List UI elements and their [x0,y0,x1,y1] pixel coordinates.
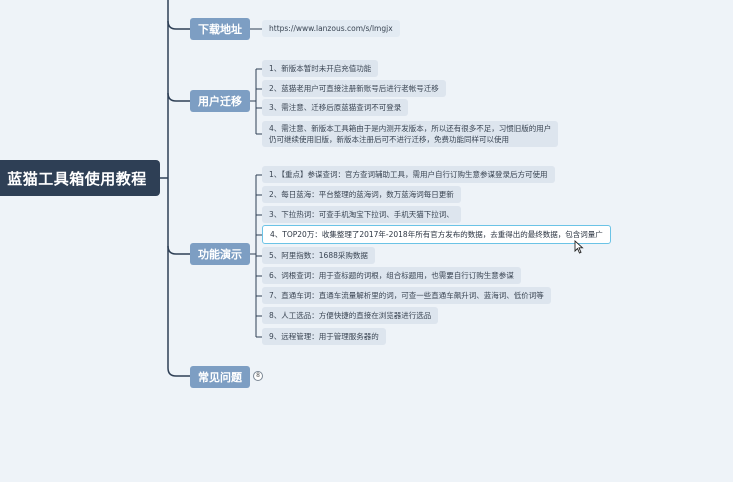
mouse-cursor-icon [574,240,584,254]
feature-item-9[interactable]: 9、远程管理：用于管理服务器的 [262,328,386,345]
migrate-item-3[interactable]: 3、需注意、迁移后原蓝猫查词不可登录 [262,99,409,116]
feature-item-6[interactable]: 6、词根查词：用于查标题的词根，组合标题用，也需要自行订购生意参谋 [262,267,521,284]
feature-item-7[interactable]: 7、直通车词：直通车流量解析里的词，可查一些直通车飙升词、蓝海词、低价词等 [262,287,551,304]
feature-item-2[interactable]: 2、每日蓝海：平台整理的蓝海词，数万蓝海词每日更新 [262,186,461,203]
migrate-item-4-line2: 仍可继续使用旧版，新版本注册后可不进行迁移，免费功能同样可以使用 [269,135,509,144]
branch-features[interactable]: 功能演示 [190,243,250,265]
branch-faq[interactable]: 常见问题 [190,366,250,388]
root-topic[interactable]: 蓝猫工具箱使用教程 [0,160,160,196]
feature-item-4[interactable]: 4、TOP20万：收集整理了2017年-2018年所有官方发布的数据，去重得出的… [262,225,611,244]
collapsed-count-badge[interactable]: 8 [253,371,263,381]
download-url[interactable]: https://www.lanzous.com/s/lmgjx [262,20,400,37]
feature-item-3[interactable]: 3、下拉热词：可查手机淘宝下拉词、手机天猫下拉词、 [262,206,461,223]
feature-item-8[interactable]: 8、人工选品：方便快捷的直接在浏览器进行选品 [262,307,439,324]
migrate-item-4[interactable]: 4、需注意、新版本工具箱由于是内测开发版本，所以还有很多不足，习惯旧版的用户 仍… [262,121,559,147]
branch-migrate[interactable]: 用户迁移 [190,90,250,112]
migrate-item-4-line1: 4、需注意、新版本工具箱由于是内测开发版本，所以还有很多不足，习惯旧版的用户 [269,124,552,133]
migrate-item-1[interactable]: 1、新版本暂时未开启充值功能 [262,60,379,77]
branch-download[interactable]: 下载地址 [190,18,250,40]
feature-item-5[interactable]: 5、阿里指数：1688采购数据 [262,247,375,264]
feature-item-1[interactable]: 1、【重点】参谋查词：官方查词辅助工具，需用户自行订购生意参谋登录后方可使用 [262,166,555,183]
migrate-item-2[interactable]: 2、蓝猫老用户可直接注册新账号后进行老帐号迁移 [262,80,446,97]
